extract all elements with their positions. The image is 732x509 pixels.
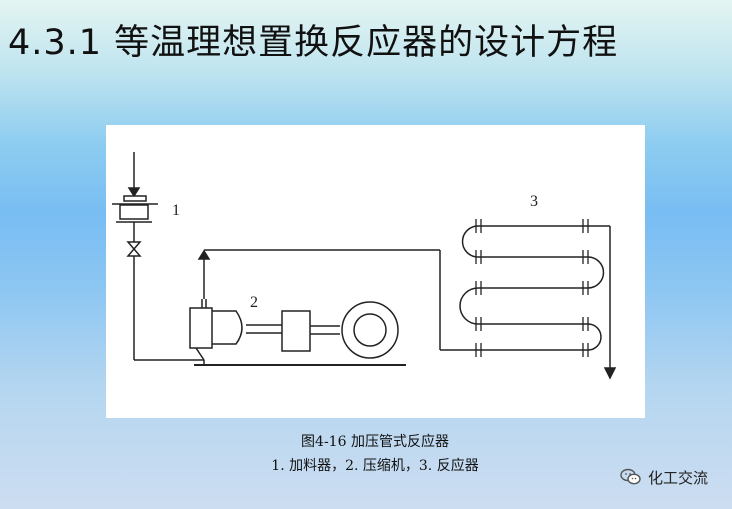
valve-icon — [126, 241, 142, 360]
tubular-reactor — [459, 219, 617, 380]
reactor-diagram: 1 2 3 — [106, 125, 645, 418]
label-reactor: 3 — [530, 193, 538, 210]
feed-arrow-icon — [127, 187, 141, 198]
feeder-unit — [112, 195, 158, 242]
slide-title: 4.3.1 等温理想置换反应器的设计方程 — [8, 23, 619, 63]
watermark: 化工交流 — [620, 465, 708, 489]
watermark-text: 化工交流 — [648, 468, 709, 487]
wechat-chat-icon — [620, 468, 641, 485]
label-feeder: 1 — [172, 202, 180, 219]
discharge-pipe — [197, 249, 478, 351]
diagram-drawing: 1 2 3 — [112, 152, 617, 380]
figure-caption-legend: 1. 加料器，2. 压缩机，3. 反应器 — [271, 458, 479, 474]
figure-caption-title: 图4-16 加压管式反应器 — [301, 434, 449, 450]
compressor-unit — [189, 299, 406, 366]
label-compressor: 2 — [250, 294, 258, 311]
